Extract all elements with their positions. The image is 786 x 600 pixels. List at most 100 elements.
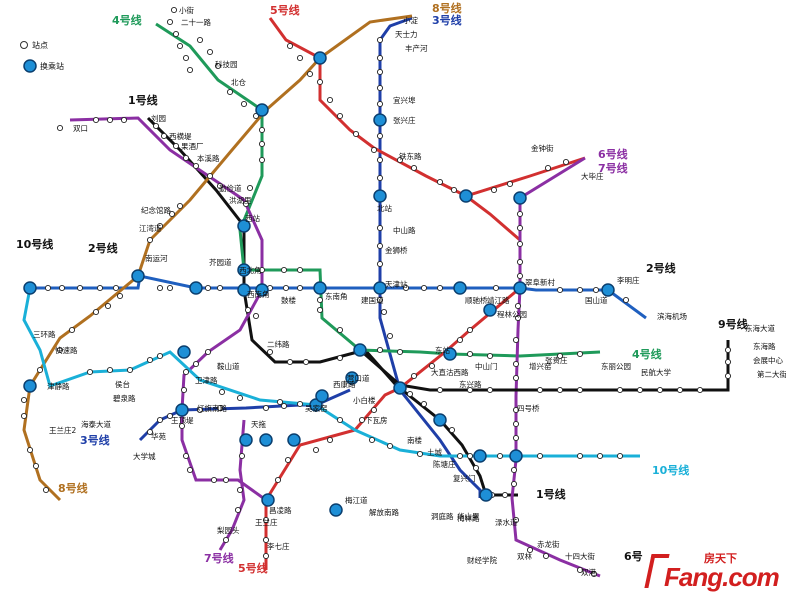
station-dot [724,346,732,354]
station-label: 西北角 [239,265,262,275]
station-dot [32,462,40,470]
line-label-5-top: 5号线 [270,3,300,17]
station-label: 王兰庄2 [49,425,76,435]
interchange-station [23,281,37,295]
line-label-1-bottom: 1号线 [536,487,566,501]
station-label: 昌凌路 [269,505,292,515]
station-dot [501,491,509,499]
station-dot [312,446,320,454]
station-dot [168,210,176,218]
station-dot [96,284,104,292]
interchange-station [459,189,473,203]
interchange-station [513,191,527,205]
station-label: 国山道 [585,295,608,305]
station-dot [216,284,224,292]
interchange-station [479,488,493,502]
station-dot [258,156,266,164]
station-label: 靖江路 [487,295,510,305]
station-label: 鼓楼 [281,295,296,305]
station-dot [106,366,114,374]
station-dot [112,284,120,292]
station-dot [178,422,186,430]
station-dot [296,400,304,408]
interchange-station [513,281,527,295]
interchange-station [23,379,37,393]
station-dot [436,284,444,292]
station-label: 滨海机场 [657,311,687,321]
interchange-station [443,347,457,361]
station-dot [544,164,552,172]
station-dot [44,284,52,292]
station-dot [296,266,304,274]
station-dot [280,266,288,274]
station-dot [226,88,234,96]
line-label-9-right: 9号线 [718,317,748,331]
interchange-station [373,113,387,127]
station-dot [562,158,570,166]
station-dot [420,284,428,292]
station-label: 大学城 [133,451,156,461]
station-label: 程林公园 [497,309,527,319]
station-label: 陈塘庄 [433,459,456,469]
station-dot [636,386,644,394]
station-dot [20,412,28,420]
station-label: 三环路 [33,329,56,339]
station-label: 张兴庄 [393,115,416,125]
interchange-station [237,263,251,277]
station-dot [182,54,190,62]
station-label: 双港 [581,567,596,577]
station-dot [510,466,518,474]
station-label: 西康路 [333,379,356,389]
station-dot [376,84,384,92]
station-dot [252,312,260,320]
station-dot [36,366,44,374]
station-label: 东海大道 [745,323,775,333]
station-dot [166,412,174,420]
station-dot [258,266,266,274]
line-label-10-right: 10号线 [652,463,689,477]
station-dot [466,386,474,394]
station-dot [186,466,194,474]
station-dot [42,486,50,494]
station-label: 大毕庄 [581,171,604,181]
station-label: 中山路 [393,225,416,235]
station-dot [302,358,310,366]
line-label-6-bottom: 6号 [624,550,643,563]
station-dot [170,6,178,14]
station-dot [406,390,414,398]
legend-station-label: 站点 [32,40,48,50]
fang-logo-chinese: 房天下 [704,552,737,565]
station-dot [120,116,128,124]
station-dot [284,456,292,464]
station-dot [56,124,64,132]
station-dot [358,416,366,424]
station-dot [246,184,254,192]
station-dot [104,302,112,310]
station-label: 王兰庄 [255,517,278,527]
line-6-east-path [510,156,601,578]
station-labels: 小街二十一路刘园双口西横堤果酒厂本溪路勤俭道洪湖里西站西北角西南角营口道小白楼下… [33,5,786,577]
station-label: 顺驰桥 [465,295,488,305]
station-label: 双林 [517,551,532,561]
station-dot [616,452,624,460]
station-dot [236,394,244,402]
station-label: 碧泉路 [113,393,136,403]
station-label: 会展中心 [753,355,783,365]
station-dot [410,372,418,380]
interchange-station [483,303,497,317]
station-dot [276,398,284,406]
line-label-8-left: 8号线 [58,481,88,495]
station-dot [376,68,384,76]
station-label: 江湾道 [139,223,162,233]
station-label: 梨园头 [217,525,240,535]
fang-logo: 房天下 Fang.com [644,548,780,592]
interchange-station [353,343,367,357]
station-label: 小白楼 [353,395,376,405]
station-dot [274,476,282,484]
station-dot [146,236,154,244]
legend-interchange-label: 换乘站 [40,61,64,71]
station-dot [182,154,190,162]
interchange-station [313,281,327,295]
station-dot [696,386,704,394]
station-dot [496,452,504,460]
